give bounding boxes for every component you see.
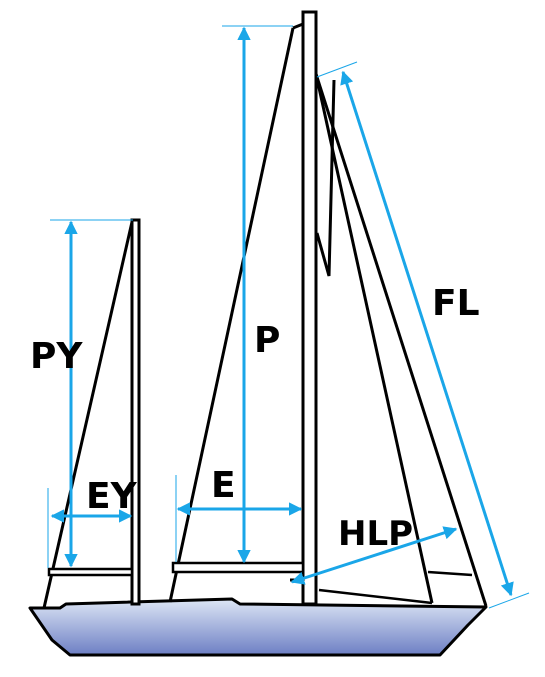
mainsail-leech	[168, 27, 295, 603]
p-label: P	[254, 320, 280, 361]
headsail-foot	[318, 588, 433, 605]
hlp-dimension-arrow	[290, 526, 458, 585]
main-rig	[168, 10, 318, 606]
fl-extension-line-bottom	[488, 592, 530, 609]
main-boom	[171, 561, 305, 574]
fl-dimension-arrow	[340, 70, 514, 597]
dimension-labels: PY EY P E FL HLP	[30, 283, 480, 554]
mizzen-mast	[130, 218, 141, 606]
mizzen-rig	[42, 218, 141, 609]
dimension-lines	[47, 25, 530, 609]
headsail-batten	[427, 570, 473, 577]
hull-body	[28, 597, 488, 657]
hull	[28, 597, 488, 657]
mizzen-leech	[42, 221, 134, 609]
ey-label: EY	[86, 476, 138, 517]
mizzen-boom	[47, 567, 134, 577]
inner-forestay	[315, 79, 336, 277]
main-mast	[301, 10, 318, 606]
mainsail-head	[292, 22, 304, 30]
hlp-label: HLP	[338, 514, 413, 554]
fl-label: FL	[432, 283, 480, 324]
fl-extension-line-top	[316, 61, 358, 78]
e-label: E	[211, 465, 236, 506]
py-label: PY	[30, 336, 83, 377]
